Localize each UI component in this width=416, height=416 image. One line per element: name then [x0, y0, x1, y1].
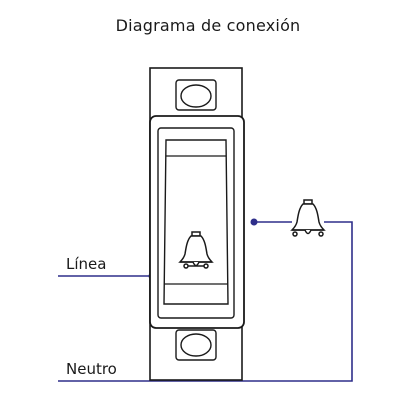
- bell-return-wire: [58, 221, 353, 382]
- diagram-title: Diagrama de conexión: [115, 16, 301, 35]
- bell-icon: [290, 199, 326, 237]
- top-mounting-hole: [175, 79, 217, 111]
- neutral-label: Neutro: [66, 360, 117, 378]
- line-label: Línea: [66, 255, 107, 273]
- rocker-paddle: [163, 139, 229, 305]
- switch-device: [149, 67, 245, 381]
- output-terminal-dot: [250, 218, 258, 226]
- bottom-mounting-hole: [175, 329, 217, 361]
- wires: [58, 221, 353, 382]
- bell-icon: [178, 231, 214, 269]
